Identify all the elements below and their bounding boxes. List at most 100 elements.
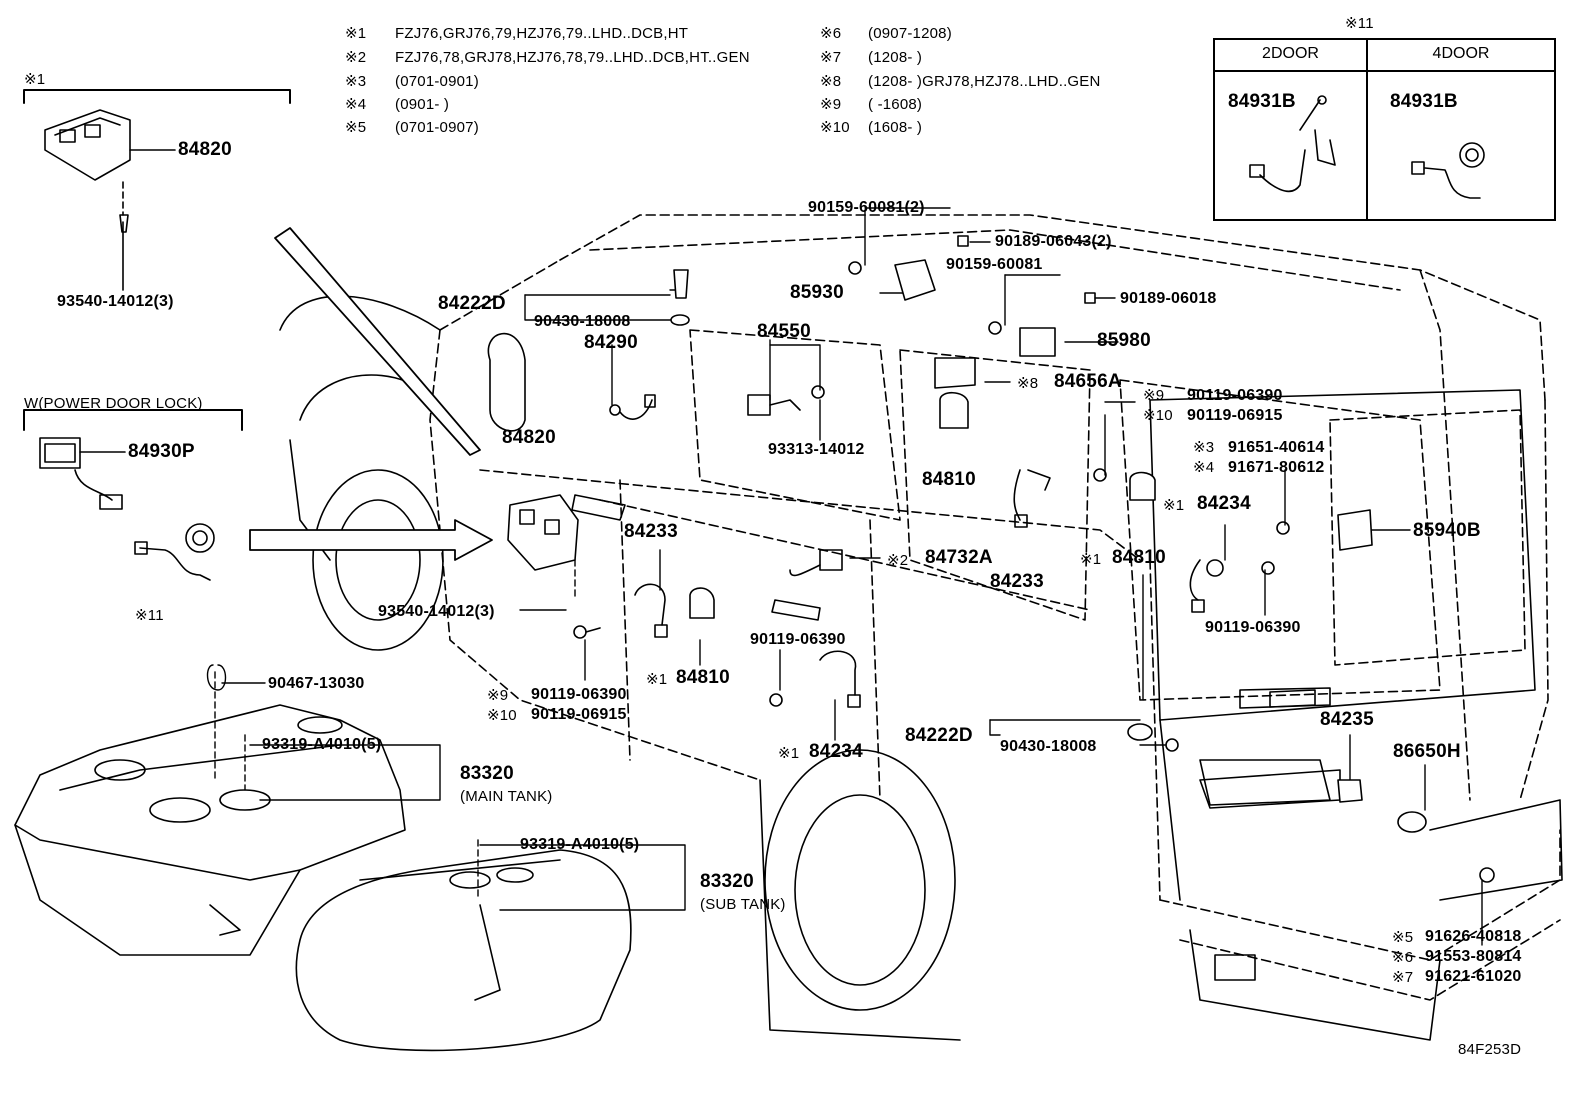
leader-lines [206, 207, 1483, 946]
part-85930: 85930 [790, 282, 844, 303]
actuator-84930p [39, 437, 123, 510]
box11-divider [1366, 40, 1368, 219]
part-84222d-bottom: 84222D [905, 725, 973, 746]
part-84931b-4door: 84931B [1390, 91, 1458, 112]
part-91626-40818: 91626-40818 [1425, 928, 1522, 945]
legend-text-8: (1208- )GRJ78,HZJ78..LHD..GEN [868, 73, 1101, 90]
part-90159-60081-2: 90159-60081(2) [808, 199, 925, 216]
part-91651-40614: 91651-40614 [1228, 439, 1325, 456]
part-90119-06390-center: 90119-06390 [750, 631, 846, 648]
legend-item-4: ※4 [345, 96, 367, 113]
callout-c9-right: ※9 [1143, 387, 1165, 404]
legend-text-3: (0701-0901) [395, 73, 479, 90]
callout-c9-left: ※9 [487, 687, 509, 704]
part-91671-80612: 91671-80612 [1228, 459, 1325, 476]
callout-c7: ※7 [1392, 969, 1414, 986]
part-84732a: 84732A [925, 547, 993, 568]
part-90159-60081: 90159-60081 [946, 256, 1043, 273]
part-90119-06390-far-right: 90119-06390 [1205, 619, 1301, 636]
part-93319-main: 93319-A4010(5) [262, 736, 382, 753]
box11-header-2door: 2DOOR [1215, 40, 1366, 72]
callout-c5: ※5 [1392, 929, 1414, 946]
part-84810-center: 84810 [1112, 547, 1166, 568]
sub-tank-drawing [295, 849, 632, 1052]
part-84820-mid: 84820 [502, 427, 556, 448]
figure-id: 84F253D [1458, 1041, 1522, 1058]
bolt-93540-top-icon [119, 214, 129, 233]
legend-text-2: FZJ76,78,GRJ78,HZJ76,78,79..LHD..DCB,HT.… [395, 49, 750, 66]
part-83320-main: 83320 [460, 763, 514, 784]
callout-c1-center: ※1 [1080, 551, 1102, 568]
part-90467-13030: 90467-13030 [268, 675, 365, 692]
legend-text-9: ( -1608) [868, 96, 923, 113]
part-93313: 93313-14012 [768, 441, 865, 458]
callout-c4: ※4 [1193, 459, 1215, 476]
part-90430-top: 90430-18008 [534, 313, 631, 330]
part-84234-right: 84234 [1197, 493, 1251, 514]
callout-c1: ※1 [24, 71, 46, 88]
main-tank-label: (MAIN TANK) [460, 788, 553, 805]
part-90119-06390-right: 90119-06390 [1187, 387, 1283, 404]
part-85980: 85980 [1097, 330, 1151, 351]
box11-artwork [1249, 95, 1485, 199]
part-84234-bottom: 84234 [809, 741, 863, 762]
legend-text-6: (0907-1208) [868, 25, 952, 42]
harness-c11-left [134, 523, 215, 581]
legend-item-6: ※6 [820, 25, 842, 42]
pointer-arrows [249, 227, 493, 561]
part-83320-sub: 83320 [700, 871, 754, 892]
legend-item-7: ※7 [820, 49, 842, 66]
vehicle-body-outline [429, 214, 1561, 1001]
callout-c1-right: ※1 [1163, 497, 1185, 514]
legend-item-1: ※1 [345, 25, 367, 42]
part-84810-left: 84810 [676, 667, 730, 688]
callout-c10-left: ※10 [487, 707, 517, 724]
legend-text-10: (1608- ) [868, 119, 923, 136]
part-90119-06915-right: 90119-06915 [1187, 407, 1283, 424]
legend-item-2: ※2 [345, 49, 367, 66]
callout-c2: ※2 [887, 552, 909, 569]
vehicle-solid-lines [279, 295, 1563, 1041]
legend-item-3: ※3 [345, 73, 367, 90]
part-90189-06043-2: 90189-06043(2) [995, 233, 1112, 250]
box11-mark: ※11 [1345, 15, 1374, 32]
callout-c10-right: ※10 [1143, 407, 1173, 424]
part-91621-61020: 91621-61020 [1425, 968, 1522, 985]
part-85940b: 85940B [1413, 520, 1481, 541]
part-84222d-top: 84222D [438, 293, 506, 314]
part-90119-06915-left: 90119-06915 [531, 706, 627, 723]
part-84290: 84290 [584, 332, 638, 353]
part-90430-bottom: 90430-18008 [1000, 738, 1097, 755]
legend-text-4: (0901- ) [395, 96, 450, 113]
part-84810-door: 84810 [922, 469, 976, 490]
part-84235: 84235 [1320, 709, 1374, 730]
part-90119-06390-left: 90119-06390 [531, 686, 627, 703]
part-84233-left: 84233 [624, 521, 678, 542]
bracket-power-door-lock [23, 409, 243, 431]
part-86650h: 86650H [1393, 741, 1461, 762]
switch-84820-top [44, 109, 131, 181]
part-84820-top: 84820 [178, 139, 232, 160]
legend-item-9: ※9 [820, 96, 842, 113]
part-93319-sub: 93319-A4010(5) [520, 836, 640, 853]
power-door-lock-title: W(POWER DOOR LOCK) [24, 395, 203, 412]
legend-text-7: (1208- ) [868, 49, 923, 66]
callout-c1-bottom: ※1 [778, 745, 800, 762]
main-tank-drawing [14, 704, 406, 956]
legend-item-10: ※10 [820, 119, 850, 136]
box11-variant-table: 2DOOR 4DOOR [1213, 38, 1556, 221]
callout-c8: ※8 [1017, 375, 1039, 392]
bracket-c1 [23, 89, 291, 104]
part-90189-06018: 90189-06018 [1120, 290, 1217, 307]
part-91553-80814: 91553-80814 [1425, 948, 1522, 965]
callout-c6: ※6 [1392, 949, 1414, 966]
legend-text-1: FZJ76,GRJ76,79,HZJ76,79..LHD..DCB,HT [395, 25, 689, 42]
part-93540-top: 93540-14012(3) [57, 293, 174, 310]
sub-tank-label: (SUB TANK) [700, 896, 786, 913]
part-84931b-2door: 84931B [1228, 91, 1296, 112]
part-84550: 84550 [757, 321, 811, 342]
part-93540-mid: 93540-14012(3) [378, 603, 495, 620]
box11-header-4door: 4DOOR [1368, 40, 1554, 72]
